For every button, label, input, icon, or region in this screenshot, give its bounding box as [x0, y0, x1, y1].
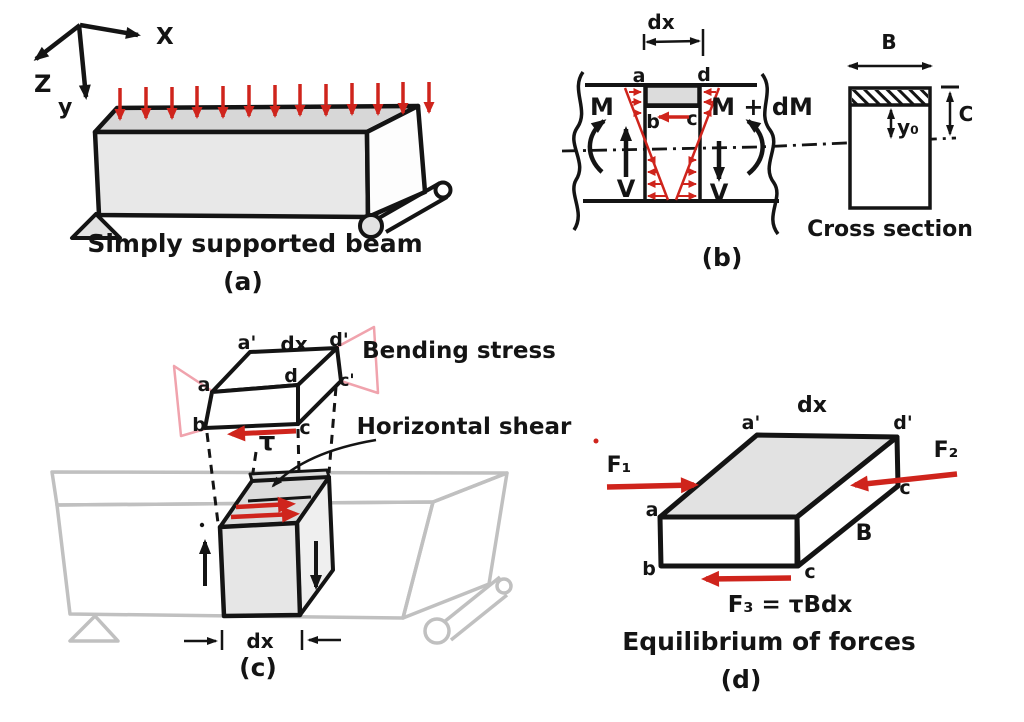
corner-b-label: b [646, 111, 660, 133]
panel-a-tag: (a) [223, 267, 263, 296]
y-axis-arrow [76, 24, 91, 100]
dashed-line [327, 386, 338, 474]
horizontal-shear-callout: Horizontal shear [357, 414, 572, 440]
sub-area-strip [646, 86, 699, 105]
element-front-face [217, 520, 303, 619]
ghost-end-face [401, 471, 509, 620]
hatched-area-strip [852, 90, 928, 104]
f1-label: F₁ [607, 453, 632, 478]
coordinate-axes-icon: X Z y [33, 22, 174, 120]
c-label: C [959, 102, 974, 126]
roller-support-icon [358, 180, 453, 239]
corner-c-label: c [686, 108, 697, 130]
bending-stress-callout: Bending stress [362, 338, 556, 364]
corner-a-label: a [646, 499, 659, 521]
dx-dimension: dx [642, 10, 705, 56]
moment-arrow-left [587, 119, 607, 174]
panel-a-caption: Simply supported beam [87, 229, 422, 258]
x-axis-label: X [156, 24, 174, 50]
pin-support-icon [70, 212, 122, 240]
horizontal-shear-arrow [235, 496, 296, 513]
horizontal-shear-arrow [230, 506, 300, 523]
panel-c-tag: (c) [239, 653, 277, 682]
corner-d-prime-label: d' [893, 412, 912, 434]
corner-c-prime-label: c' [339, 371, 354, 391]
panel-c: a' dx d' a d c' b c τ Bending stress Hor… [50, 325, 572, 682]
moment-left-label: M [590, 93, 614, 121]
stray-mark [593, 438, 599, 444]
panel-a: X Z y [33, 22, 453, 296]
shear-right-label: V [710, 179, 729, 207]
beam-top-face [92, 103, 421, 135]
y-axis-label: y [58, 95, 72, 120]
bending-stress-distribution [623, 87, 721, 201]
cross-section-caption: Cross section [807, 217, 973, 242]
f3-label: F₃ = τBdx [728, 592, 853, 618]
width-b-label: B [881, 30, 896, 54]
slab-front-face [657, 514, 800, 569]
corner-a-prime-label: a' [742, 412, 761, 434]
dashed-line [205, 432, 220, 524]
element-front-face [203, 383, 300, 430]
width-b-label: B [856, 521, 873, 546]
corner-a-prime-label: a' [238, 332, 257, 354]
corner-b-label: b [642, 558, 656, 580]
dx-top-label: dx [280, 332, 307, 356]
beam-front-face [92, 129, 371, 220]
force-f3-arrow [701, 570, 792, 587]
internal-forces: M V M + dM V [587, 93, 813, 207]
ghost-pin-support [68, 614, 120, 643]
f2-label: F₂ [934, 438, 959, 463]
corner-c-front-label: c [804, 561, 815, 583]
stress-diagonal-left [623, 87, 670, 201]
corner-d-label: d [697, 64, 711, 86]
moment-arrow-right [745, 119, 765, 176]
shear-left-label: V [617, 175, 636, 203]
panel-d: F₁ F₂ F₃ = τBdx a' dx d' a b c c B Equil… [593, 393, 959, 694]
dx-bottom-label: dx [246, 629, 273, 653]
floating-element: a' dx d' a d c' b c τ [172, 325, 380, 457]
corner-d-prime-label: d' [329, 329, 348, 351]
panel-d-tag: (d) [721, 665, 762, 694]
force-f1-arrow [606, 477, 699, 494]
dx-label: dx [647, 10, 674, 34]
dx-label: dx [797, 393, 827, 418]
stress-diagonal-right [674, 87, 721, 201]
beam-element: a d b c [633, 64, 711, 201]
dx-dimension-bottom: dx [184, 629, 341, 653]
z-axis-arrow [33, 23, 82, 61]
x-axis-arrow [79, 22, 141, 39]
corner-c-label: c [299, 417, 310, 439]
moment-right-label: M + dM [711, 93, 813, 121]
dx-dimension-arrow [645, 37, 701, 46]
tau-shear-arrow [227, 425, 297, 442]
distributed-load-arrows [114, 82, 435, 121]
break-squiggle-left [572, 70, 585, 231]
z-axis-label: Z [34, 70, 51, 98]
corner-c-side-label: c [899, 477, 910, 499]
y0-label: y₀ [897, 115, 919, 139]
cross-section: B C y₀ Cross section [807, 30, 973, 242]
beam-3d [92, 103, 428, 220]
panel-d-caption: Equilibrium of forces [622, 627, 916, 656]
horizontal-shear-leader-arrow [271, 438, 377, 488]
dash-dot-mark [199, 522, 205, 528]
corner-b-label: b [192, 414, 206, 436]
panel-b: a d b c M V [561, 10, 973, 272]
corner-a-label: a [198, 374, 211, 396]
force-f2-arrow [850, 471, 958, 492]
break-squiggle-right [760, 72, 780, 236]
corner-d-label: d [284, 365, 298, 387]
tau-label: τ [259, 427, 276, 457]
corner-a-label: a [633, 65, 646, 87]
panel-b-tag: (b) [702, 243, 743, 272]
